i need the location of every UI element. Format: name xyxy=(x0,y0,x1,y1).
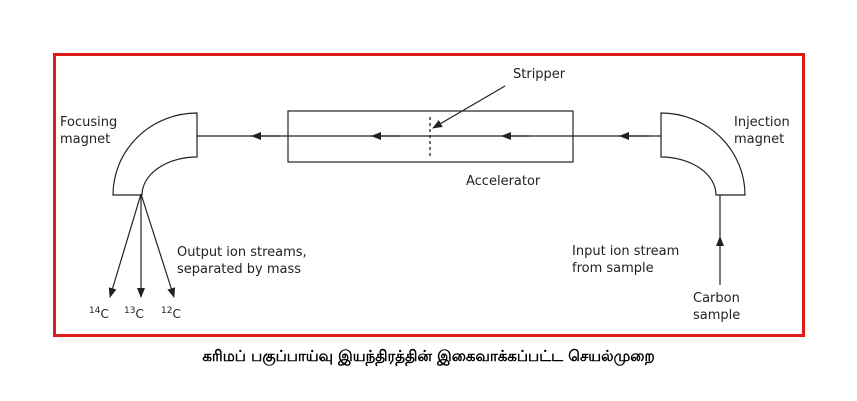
diagram-border xyxy=(53,53,805,337)
stripper-label: Stripper xyxy=(513,67,566,82)
carbon-sample-label: Carbon sample xyxy=(693,291,741,323)
isotope-12c: 12C xyxy=(161,306,181,321)
figure-caption: கரிமப் பகுப்பாய்வு இயந்திரத்தின் இகைவாக்… xyxy=(202,347,655,365)
stripper-pointer xyxy=(432,85,506,129)
output-streams-label: Output ion streams, separated by mass xyxy=(177,245,307,277)
injection-magnet-shape xyxy=(660,112,746,196)
focusing-magnet-label: Focusing magnet xyxy=(60,115,118,147)
output-stream-12c xyxy=(140,193,176,298)
injection-magnet-label: Injection magnet xyxy=(734,115,790,147)
focusing-magnet-shape xyxy=(112,112,198,196)
isotope-13c: 13C xyxy=(124,306,144,321)
isotope-14c: 14C xyxy=(89,306,109,321)
accelerator-label: Accelerator xyxy=(466,174,541,189)
output-stream-14c xyxy=(108,193,142,298)
input-stream-label: Input ion stream from sample xyxy=(572,244,680,276)
